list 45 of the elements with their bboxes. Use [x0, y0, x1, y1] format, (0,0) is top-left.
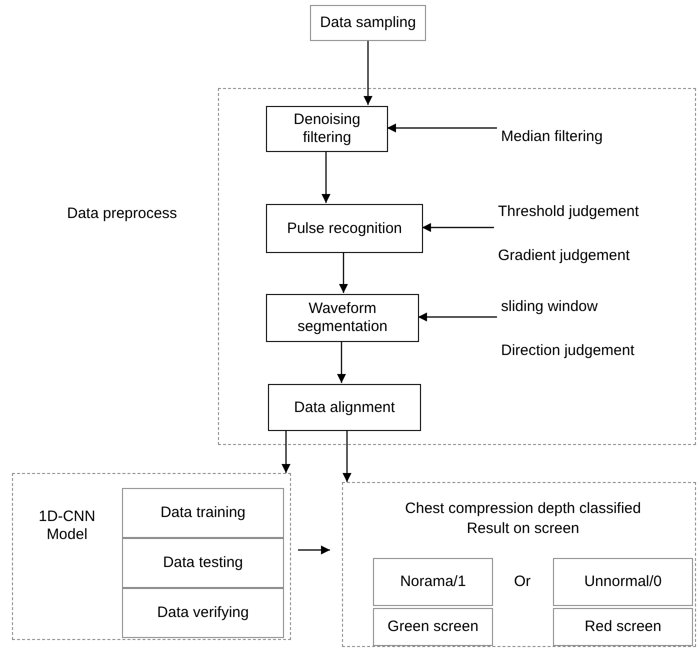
box-label: Data training: [160, 504, 246, 522]
arrow: [387, 124, 497, 132]
method-label: Threshold judgement: [498, 202, 640, 222]
box-label: Data verifying: [157, 604, 249, 622]
box-label: Data testing: [162, 554, 244, 572]
box-label: Data sampling: [320, 14, 416, 32]
process-box: [266, 106, 388, 152]
arrow: [337, 341, 346, 383]
arrow: [364, 41, 372, 105]
arrow: [298, 546, 330, 554]
group-frame: [12, 473, 291, 640]
box-label: Pulse recognition: [286, 220, 402, 238]
process-box: [122, 588, 284, 638]
method-label: Gradient judgement: [498, 246, 631, 266]
process-box: [266, 294, 419, 342]
box-label: Red screen: [584, 618, 662, 636]
arrow: [322, 151, 330, 203]
process-box: [266, 204, 423, 253]
arrow: [339, 252, 348, 293]
process-box: [553, 608, 693, 646]
box-label: Green screen: [388, 618, 478, 636]
arrow: [342, 430, 352, 482]
process-box: [553, 558, 693, 606]
method-label: Median filtering: [501, 124, 651, 150]
box-label: Denoising filtering: [292, 111, 362, 147]
arrow: [422, 223, 494, 232]
process-box: [122, 538, 284, 588]
box-label: Norama/1: [400, 573, 466, 591]
box-label: Data alignment: [294, 398, 395, 416]
process-box: [122, 488, 284, 538]
process-box: [268, 384, 421, 431]
process-box: [373, 608, 493, 646]
process-box: [310, 5, 426, 41]
group-heading: 1D-CNN Model: [38, 508, 96, 544]
or-text: Or: [514, 572, 531, 592]
process-box: [373, 558, 493, 606]
method-label: Direction judgement: [501, 340, 636, 360]
box-label: Unnormal/0: [584, 573, 662, 591]
arrow: [418, 312, 497, 322]
group-frame: [342, 482, 696, 647]
arrow: [282, 430, 290, 473]
method-label: sliding window: [501, 297, 599, 317]
group-heading: Chest compression depth classified Result on screen: [404, 499, 642, 538]
group-heading: Data preprocess: [67, 204, 178, 224]
box-label: Waveform segmentation: [296, 300, 389, 336]
